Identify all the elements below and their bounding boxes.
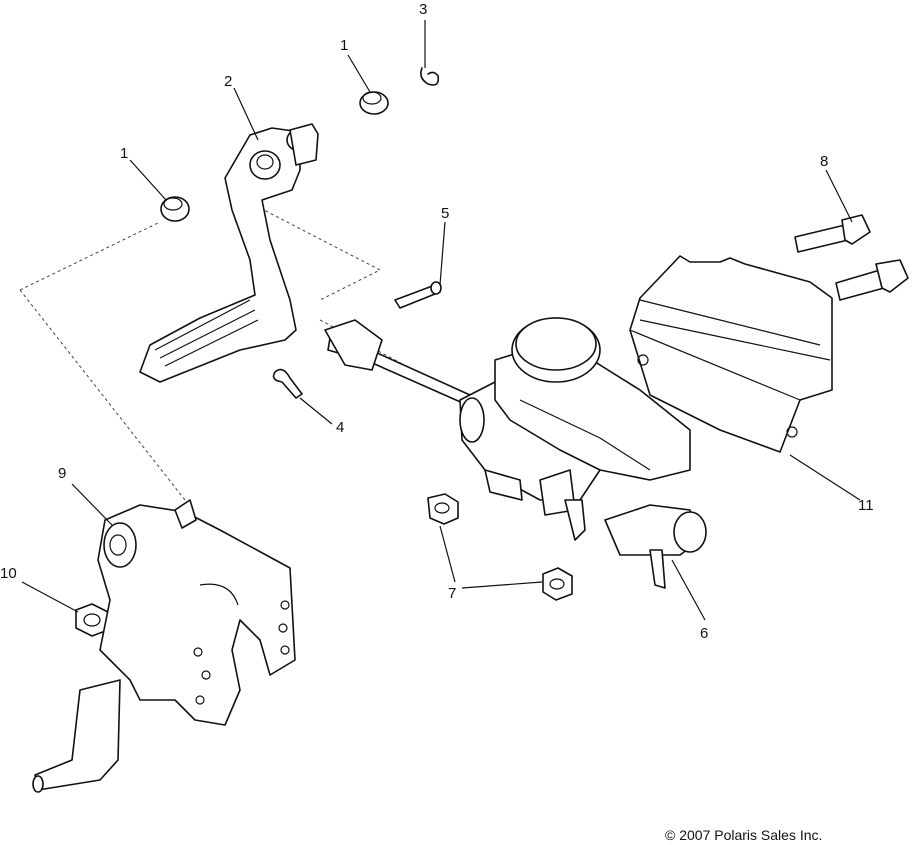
- callout-labels: 1 1 2 3 4 5 6 7 8 9 10 11: [0, 1, 874, 642]
- alignment-lines: [19, 207, 471, 501]
- callout-10: 10: [0, 565, 17, 582]
- switch-part-6: [604, 504, 707, 589]
- cotter-pin-part-4: [272, 368, 303, 399]
- master-cylinder: [324, 317, 691, 541]
- mount-plate-part-11: [629, 255, 833, 453]
- bolt-part-8-lower: [835, 259, 909, 301]
- callout-1-upper: 1: [340, 37, 348, 54]
- callout-9: 9: [58, 465, 66, 482]
- callout-11: 11: [858, 497, 874, 514]
- bushing-part-1-upper: [359, 91, 389, 115]
- callout-3: 3: [419, 1, 427, 18]
- bushing-part-1-left: [160, 196, 190, 222]
- copyright-notice: © 2007 Polaris Sales Inc.: [665, 827, 822, 843]
- callout-6: 6: [700, 625, 708, 642]
- callout-7: 7: [448, 585, 456, 602]
- callout-8: 8: [820, 153, 828, 170]
- leader-lines: [21, 20, 861, 621]
- callout-2: 2: [224, 73, 232, 90]
- callout-4: 4: [336, 419, 344, 436]
- pedal-bracket-part-9: [32, 499, 296, 793]
- brake-pedal-part-2: [139, 123, 319, 383]
- nut-part-7-lower: [542, 567, 573, 601]
- nut-part-7-upper: [427, 493, 459, 525]
- callout-1-left: 1: [120, 145, 128, 162]
- callout-5: 5: [441, 205, 449, 222]
- clip-part-3: [420, 67, 440, 86]
- bolt-part-8-upper: [794, 214, 871, 253]
- pin-part-5: [394, 281, 442, 309]
